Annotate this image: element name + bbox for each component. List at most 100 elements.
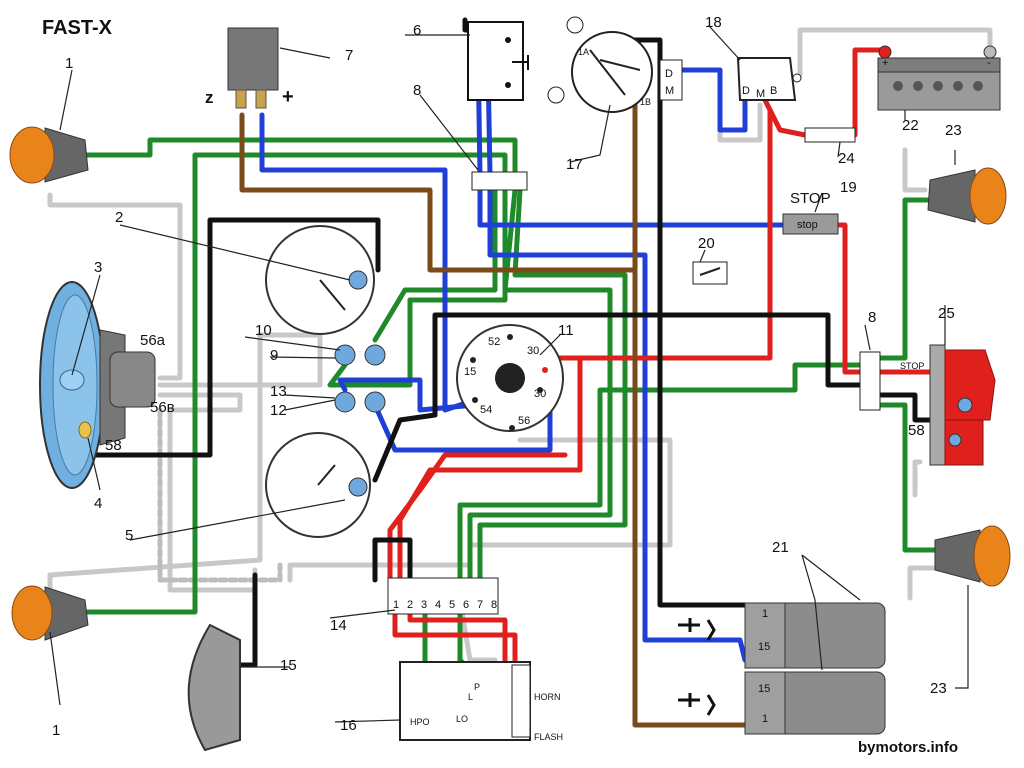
callout-23-bottom: 23 [930, 680, 947, 697]
callout-7: 7 [345, 47, 353, 64]
sw-hpo: HPO [410, 717, 430, 727]
wire-green-6 [327, 187, 508, 388]
turn-signal-front-right [927, 167, 1007, 225]
connector-block-top [471, 171, 528, 191]
wire-green-2 [82, 152, 508, 615]
callout-2: 2 [115, 209, 123, 226]
generator [547, 16, 683, 113]
wire-brown-1 [239, 112, 748, 728]
brake-switch-6 [467, 21, 529, 101]
turn-signal-rear-left [11, 585, 89, 641]
callout-21: 21 [772, 539, 789, 556]
pin-1: 1 [393, 599, 399, 611]
callout-9: 9 [270, 347, 278, 364]
wire-gray-5 [717, 102, 763, 143]
connector-block-right [859, 351, 881, 411]
fuel-gauge-dial [265, 432, 371, 538]
callout-20: 20 [698, 235, 715, 252]
reg-b: B [770, 85, 777, 97]
callout-5: 5 [125, 527, 133, 544]
fuse [804, 127, 856, 143]
handlebar-switch [399, 661, 531, 741]
stop-heading: STOP [790, 190, 831, 207]
wire-blue-5 [487, 187, 748, 663]
callout-16: 16 [340, 717, 357, 734]
callout-6: 6 [413, 22, 421, 39]
callout-11: 11 [558, 322, 574, 339]
callout-leaders [49, 26, 969, 723]
sw-lo: LO [456, 714, 468, 724]
horn [187, 623, 241, 752]
callout-3: 3 [94, 259, 102, 276]
sw-horn: HORN [534, 692, 561, 702]
wire-gray-6 [797, 27, 993, 78]
battery [877, 45, 1001, 111]
ign-54: 54 [480, 404, 492, 416]
headlight [39, 281, 156, 489]
stop-switch-text: stop [797, 219, 818, 231]
callout-14: 14 [330, 617, 347, 634]
sw-flash: FLASH [534, 732, 563, 742]
callout-8-top: 8 [413, 82, 421, 99]
callout-17: 17 [566, 156, 583, 173]
battery-plus: + [882, 57, 888, 69]
labels: FAST-X 1 1 2 3 4 5 6 7 8 8 9 10 11 12 13… [42, 14, 991, 756]
coil-top-15: 15 [758, 641, 770, 653]
gen-m: M [665, 85, 674, 97]
callout-25: 25 [938, 305, 955, 322]
wire-black-5 [237, 572, 258, 668]
wire-green-1 [82, 137, 518, 178]
reg-m: M [756, 88, 765, 100]
wire-red-4 [762, 97, 808, 138]
terminal-z: z [205, 88, 214, 107]
wire-black-6 [372, 537, 413, 583]
gen-1b: 1B [640, 97, 651, 107]
terminal-plus: + [282, 86, 294, 108]
wire-gray-9 [912, 459, 923, 498]
gen-1a: 1A [578, 47, 589, 57]
callout-24: 24 [838, 150, 855, 167]
wire-gray-dashed [157, 407, 283, 583]
callout-4: 4 [94, 495, 102, 512]
wire-gray-7 [902, 147, 928, 193]
terminal-56b: 56в [150, 399, 175, 416]
stop-switch [782, 213, 839, 235]
ignition-coil-top [744, 602, 886, 669]
callout-22: 22 [902, 117, 919, 134]
pin-4: 4 [435, 599, 441, 611]
watermark: bymotors.info [858, 739, 958, 756]
coil-bottom-15: 15 [758, 683, 770, 695]
gen-d: D [665, 68, 673, 80]
callout-1-top: 1 [65, 55, 73, 72]
wire-blue-4 [477, 187, 788, 228]
voltage-regulator [736, 57, 802, 101]
wire-red-5 [852, 47, 888, 138]
callout-23-top: 23 [945, 122, 962, 139]
pin-3: 3 [421, 599, 427, 611]
coil-bottom-1: 1 [762, 713, 768, 725]
ign-15: 15 [464, 366, 476, 378]
ign-56: 56 [518, 415, 530, 427]
wire-green-9 [875, 402, 938, 553]
callout-12: 12 [270, 402, 287, 419]
coil-top-1: 1 [762, 608, 768, 620]
terminal-58-left: 58 [105, 437, 122, 454]
callout-10: 10 [255, 322, 272, 339]
wire-blue-6 [677, 67, 748, 133]
wire-gray-8 [907, 565, 938, 601]
indicator-relay [227, 27, 279, 109]
connector-block-14 [387, 577, 499, 615]
pin-5: 5 [449, 599, 455, 611]
tail-stop-text: STOP [900, 361, 924, 371]
wire-blue-7 [372, 387, 553, 453]
sw-p: P [474, 682, 480, 692]
spark-plug-icons [678, 618, 716, 716]
terminal-58-right: 58 [908, 422, 925, 439]
callout-13: 13 [270, 383, 287, 400]
callout-15: 15 [280, 657, 297, 674]
ign-52: 52 [488, 336, 500, 348]
wire-gray-1 [47, 192, 183, 381]
ign-30a: 30 [527, 345, 539, 357]
wire-green-8 [875, 197, 933, 361]
